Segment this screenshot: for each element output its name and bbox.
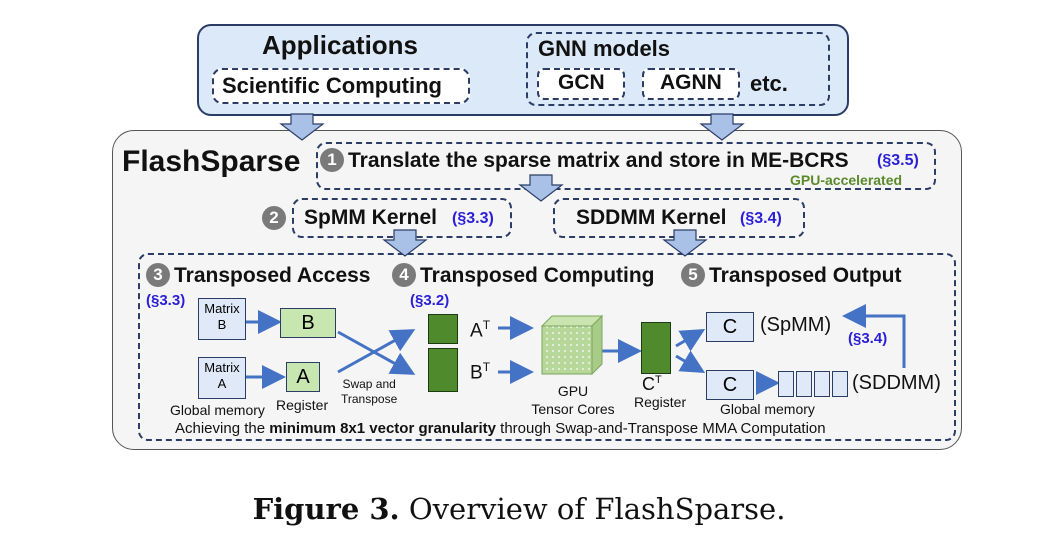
step-3-badge: 3	[146, 263, 170, 287]
swap-label-line2: Transpose	[341, 392, 398, 406]
matrix-a-line1: Matrix	[204, 360, 240, 375]
granularity-post: through Swap-and-Transpose MMA Computati…	[495, 420, 826, 437]
swap-label-line1: Swap and	[342, 377, 396, 391]
matrix-a-memory: Matrix A	[198, 357, 246, 399]
b-t-base: B	[470, 362, 483, 384]
gpu-accelerated-label: GPU-accelerated	[790, 172, 903, 188]
gpu-label-line1: GPU	[557, 383, 589, 399]
register-a: A	[286, 362, 320, 392]
granularity-pre: Achieving the	[175, 420, 270, 437]
step-2-badge-wrap: 2	[262, 206, 290, 230]
matrix-b-memory: Matrix B	[198, 298, 246, 340]
transposed-output-text: Transposed Output	[709, 264, 902, 287]
matrix-b-line1: Matrix	[204, 301, 240, 316]
c-sddmm-output: C	[706, 370, 754, 400]
caption-text: Overview of FlashSparse.	[399, 492, 786, 526]
spmm-kernel-ref: (§3.3)	[452, 210, 494, 227]
c-spmm-output: C	[706, 312, 754, 342]
sddmm-vector-4	[832, 371, 848, 397]
swap-transpose-label: Swap and Transpose	[341, 377, 397, 407]
granularity-bold: minimum 8x1 vector granularity	[269, 420, 496, 437]
sddmm-vector-1	[778, 371, 794, 397]
global-memory-left-label: Global memory	[170, 402, 265, 418]
sddmm-vector-2	[796, 371, 812, 397]
a-t-sup: T	[482, 318, 491, 332]
sddmm-kernel-label: SDDMM Kernel	[576, 206, 727, 229]
agnn-box	[642, 68, 740, 100]
step-1-badge: 1	[320, 148, 344, 172]
etc-label: etc.	[750, 71, 788, 96]
transposed-pipeline-box	[138, 253, 956, 441]
sddmm-output-label: (SDDMM)	[852, 372, 941, 394]
register-left-label: Register	[276, 397, 329, 413]
b-t-sup: T	[482, 360, 491, 374]
step-5-badge: 5	[681, 263, 705, 287]
spmm-kernel-label: SpMM Kernel	[304, 206, 438, 229]
sddmm-kernel-ref: (§3.4)	[740, 210, 782, 227]
translate-step-box	[316, 142, 936, 190]
step-2-badge: 2	[262, 206, 286, 230]
transposed-access-text: Transposed Access	[174, 264, 371, 287]
tensor-core-cube-icon	[540, 314, 604, 376]
register-b: B	[280, 308, 336, 338]
gpu-label: GPU Tensor Cores	[518, 382, 628, 418]
sddmm-vector-3	[814, 371, 830, 397]
scientific-computing-box	[212, 68, 470, 104]
gcn-box	[537, 68, 625, 100]
a-transposed-label: AT	[470, 318, 490, 342]
a-transposed-tile	[428, 314, 458, 344]
c-transposed-tile	[641, 322, 671, 374]
matrix-b-line2: B	[217, 317, 227, 332]
c-t-sup: T	[655, 374, 662, 386]
b-transposed-tile	[428, 348, 458, 392]
scientific-computing-label: Scientific Computing	[222, 73, 442, 98]
applications-title: Applications	[262, 30, 419, 60]
register-right-label: Register	[634, 394, 687, 410]
matrix-a-line2: A	[217, 376, 227, 391]
computing-ref: (§3.2)	[410, 292, 450, 309]
gcn-label: GCN	[558, 71, 605, 94]
granularity-note: Achieving the minimum 8x1 vector granula…	[175, 420, 826, 437]
step1-ref: (§3.5)	[877, 152, 919, 169]
caption-label: Figure 3.	[252, 492, 400, 526]
c-t-base: C	[642, 374, 655, 394]
gnn-models-box	[526, 32, 830, 106]
c-transposed-label: CT	[642, 374, 662, 395]
gpu-label-line2: Tensor Cores	[531, 401, 615, 417]
spmm-output-label: (SpMM)	[760, 314, 832, 336]
gnn-models-title: GNN models	[538, 36, 671, 61]
a-t-base: A	[470, 320, 483, 342]
b-transposed-label: BT	[470, 360, 490, 384]
output-ref: (§3.4)	[848, 330, 888, 347]
agnn-label: AGNN	[660, 71, 722, 94]
access-ref: (§3.3)	[146, 292, 186, 309]
step-4-badge: 4	[392, 263, 416, 287]
flashsparse-title: FlashSparse	[122, 145, 301, 178]
global-memory-right-label: Global memory	[720, 401, 815, 417]
figure-caption: Figure 3. Overview of FlashSparse.	[0, 492, 1038, 526]
transposed-computing-text: Transposed Computing	[420, 264, 655, 287]
translate-step-text: Translate the sparse matrix and store in…	[348, 149, 849, 172]
